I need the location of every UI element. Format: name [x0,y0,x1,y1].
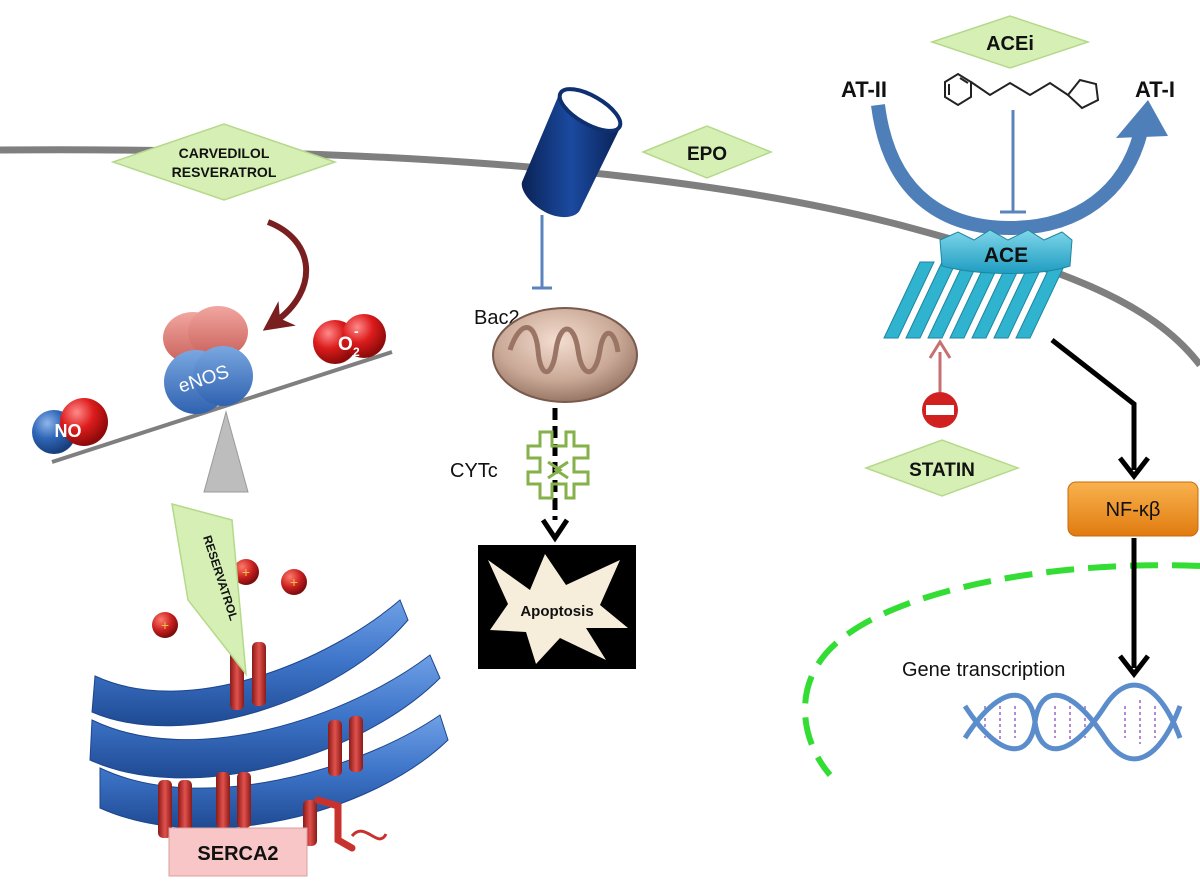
er-membrane-2 [89,654,441,779]
apoptosis-label: Apoptosis [520,603,593,620]
calcium-channel [158,780,192,838]
calcium-channel [328,716,363,776]
ace-label: ACE [984,244,1028,267]
resveratrol-label: RESVERATROL [172,164,277,180]
nucleus-boundary [802,562,1200,777]
cytc-label: CYTc [450,460,498,482]
ace-nfkb-arrow [1050,338,1137,470]
calcium-channel [230,642,266,710]
calcium-ion: + [233,559,259,585]
svg-text:+: + [242,564,250,580]
apoptosis-box: Apoptosis [478,545,636,669]
serca2-box: SERCA2 [168,827,308,877]
o2-subscript: 2 [353,345,360,359]
cytc-molecule [526,430,590,500]
at-ii-label: AT-II [841,77,887,102]
at-i-label: AT-I [1135,77,1175,102]
svg-text:+: + [161,617,169,633]
carvedilol-arrow [262,219,310,331]
serca2-label: SERCA2 [197,843,278,865]
bac2-label: Bac2 [474,307,520,329]
acei-diamond: ACEi [929,15,1091,69]
dna-helix [962,682,1183,762]
acei-label: ACEi [986,33,1034,55]
epo-label: EPO [687,144,727,165]
epo-diamond: EPO [641,125,773,179]
ace-enzyme: ACE [939,229,1073,274]
apoptosis-arrowhead [540,518,570,543]
statin-label: STATIN [909,460,975,481]
carvedilol-resveratrol-diamond: CARVEDILOL RESVERATROL [110,123,338,201]
calcium-ion: + [281,569,307,595]
o2-label: O [338,334,353,355]
er-membrane-1 [91,599,409,727]
acei-structure [944,72,1100,110]
statin-diamond: STATIN [863,439,1021,497]
calcium-ion: + [152,612,178,638]
calcium-channel-open [303,796,388,852]
ace-comb [883,261,1067,339]
balance-fulcrum [203,410,249,493]
superoxide-molecule: O 2 - [313,314,386,364]
svg-text:+: + [290,574,298,590]
mitochondria [492,307,638,403]
at-conversion-arc [871,104,1147,236]
calcium-channel [216,772,251,828]
nfkb-dna-arrowhead [1118,654,1150,679]
balance-beam [51,350,393,464]
o2-charge: - [354,323,359,339]
ace-nfkb-arrowhead [1118,456,1150,481]
no-label: NO [55,421,82,441]
nfkb-label: NF-κβ [1106,499,1161,521]
no-entry-icon [922,392,958,428]
reservatrol-diamond: RESERVATROL [171,502,247,677]
statin-arrowhead [928,339,952,359]
at-i-arrowhead [1116,100,1168,138]
no-molecule: NO [32,398,108,454]
gene-transcription-label: Gene transcription [902,659,1065,681]
enos-molecule: eNOS [163,306,253,414]
carvedilol-label: CARVEDILOL [179,145,270,161]
nfkb-box: NF-κβ [1067,481,1199,537]
epo-receptor [521,87,623,218]
